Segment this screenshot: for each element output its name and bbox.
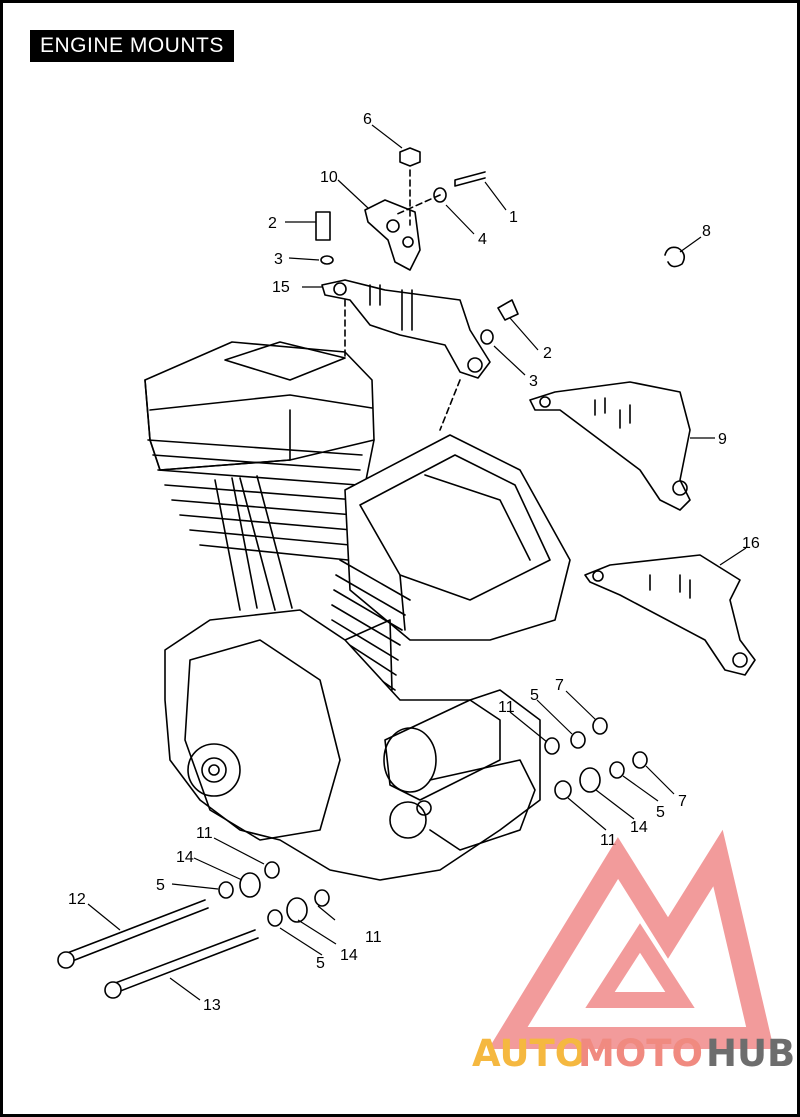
callout-labels: 6 1 10 2 4 3 8 15 2 3 9 16 7 11 5 7 5 14… (68, 111, 760, 1014)
callout-5-upper: 5 (530, 687, 539, 704)
callout-11-right: 11 (600, 832, 617, 849)
callout-4: 4 (478, 231, 487, 248)
callout-13: 13 (203, 997, 221, 1014)
callout-7-right: 7 (678, 793, 687, 810)
callout-11-lower: 11 (365, 929, 382, 946)
engine-drawing (57, 147, 756, 999)
callout-9: 9 (718, 431, 727, 448)
callout-15: 15 (272, 279, 290, 296)
callout-1: 1 (509, 209, 518, 226)
callout-14-right: 14 (630, 819, 648, 836)
callout-14-left: 14 (176, 849, 194, 866)
callout-3-upper: 3 (274, 251, 283, 268)
page-title: ENGINE MOUNTS (30, 30, 234, 62)
callout-2-upper: 2 (268, 215, 277, 232)
watermark-text: AUTO MOTO HUB (472, 1032, 795, 1075)
callout-11-left: 11 (196, 825, 213, 842)
svg-text:AUTO: AUTO (472, 1032, 586, 1075)
callout-11-upper: 11 (498, 699, 515, 716)
callout-5-right: 5 (656, 804, 665, 821)
svg-text:HUB: HUB (706, 1032, 795, 1075)
callout-14-lower: 14 (340, 947, 358, 964)
svg-text:MOTO: MOTO (578, 1032, 703, 1075)
callout-leaders (87, 124, 747, 1001)
callout-2-lower: 2 (543, 345, 552, 362)
callout-7-upper: 7 (555, 677, 564, 694)
callout-3-lower: 3 (529, 373, 538, 390)
watermark-logo (488, 829, 774, 1049)
callout-12: 12 (68, 891, 86, 908)
callout-5-lower: 5 (316, 955, 325, 972)
callout-8: 8 (702, 223, 711, 240)
callout-10: 10 (320, 169, 338, 186)
callout-5-left: 5 (156, 877, 165, 894)
callout-6: 6 (363, 111, 372, 128)
callout-16: 16 (742, 535, 760, 552)
